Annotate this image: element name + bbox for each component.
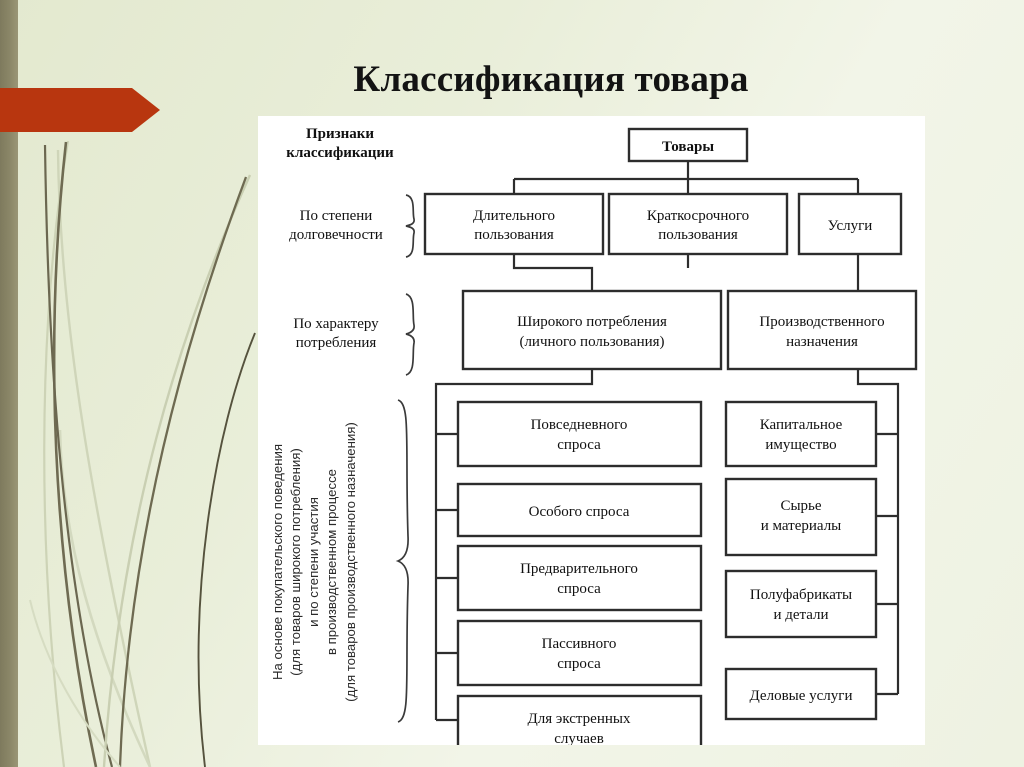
- node-semifinished-parts-line2: и детали: [773, 607, 828, 623]
- node-consumer-goods[interactable]: Широкого потребления (личного пользовани…: [461, 289, 723, 371]
- node-convenience-goods-line2: спроса: [557, 437, 601, 453]
- node-emergency-goods-line1: Для экстренных: [528, 711, 631, 727]
- node-capital-assets-line2: имущество: [765, 437, 836, 453]
- node-specialty-goods[interactable]: Особого спроса: [456, 482, 703, 538]
- node-semifinished-parts[interactable]: Полуфабрикаты и детали: [724, 569, 878, 639]
- node-raw-materials-line2: и материалы: [761, 518, 842, 534]
- node-business-services-label: Деловые услуги: [750, 688, 853, 704]
- classification-diagram-panel: Товары Признаки классификации По степени…: [258, 116, 925, 745]
- node-unsought-goods-line1: Пассивного: [542, 636, 617, 652]
- node-specialty-goods-label: Особого спроса: [529, 504, 630, 520]
- vertical-criteria-line1: На основе покупательского поведения: [270, 444, 285, 680]
- node-raw-materials[interactable]: Сырье и материалы: [724, 477, 878, 557]
- node-unsought-goods[interactable]: Пассивного спроса: [456, 619, 703, 687]
- node-capital-assets-line1: Капитальное: [760, 417, 843, 433]
- accent-arrow-banner: [0, 88, 160, 132]
- node-root-label: Товары: [662, 139, 714, 155]
- node-durable-goods-line1: Длительного: [473, 208, 555, 224]
- node-root[interactable]: Товары: [627, 127, 749, 163]
- node-nondurable-goods-line1: Краткосрочного: [647, 208, 749, 224]
- node-convenience-goods[interactable]: Повседневного спроса: [456, 400, 703, 468]
- classification-diagram: Товары Признаки классификации По степени…: [270, 126, 918, 745]
- connector-lines: [434, 161, 900, 722]
- left-accent-bar: [0, 0, 18, 767]
- node-nondurable-goods-line2: пользования: [658, 227, 738, 243]
- decorative-grass-blades: [29, 140, 256, 767]
- node-unsought-goods-line2: спроса: [557, 656, 601, 672]
- node-shopping-goods-line1: Предварительного: [520, 561, 638, 577]
- node-shopping-goods[interactable]: Предварительного спроса: [456, 544, 703, 612]
- criteria-header: Признаки классификации: [286, 126, 394, 161]
- node-industrial-goods-line2: назначения: [786, 334, 858, 350]
- criteria-label-durability: По степени долговечности: [289, 208, 383, 243]
- node-services-label: Услуги: [828, 218, 873, 234]
- node-consumer-goods-line2: (личного пользования): [519, 334, 664, 350]
- criteria-braces: [395, 194, 415, 723]
- node-consumer-goods-line1: Широкого потребления: [517, 314, 667, 330]
- node-industrial-goods-line1: Производственного: [759, 314, 884, 330]
- node-emergency-goods-line2: случаев: [554, 731, 604, 745]
- criteria-header-line1: Признаки: [306, 126, 374, 142]
- criteria-label-consumption: По характеру потребления: [293, 316, 379, 351]
- vertical-criteria-line2: (для товаров широкого потребления): [288, 448, 303, 676]
- criteria-consumption-line2: потребления: [296, 335, 377, 351]
- node-nondurable-goods[interactable]: Краткосрочного пользования: [607, 192, 789, 256]
- node-durable-goods[interactable]: Длительного пользования: [423, 192, 605, 256]
- node-emergency-goods[interactable]: Для экстренных случаев: [456, 694, 703, 745]
- node-business-services[interactable]: Деловые услуги: [724, 667, 878, 721]
- node-convenience-goods-line1: Повседневного: [531, 417, 628, 433]
- page-title: Классификация товара: [353, 58, 749, 100]
- vertical-criteria-line3: и по степени участия: [306, 497, 321, 627]
- criteria-durability-line1: По степени: [300, 208, 373, 224]
- node-raw-materials-line1: Сырье: [780, 498, 821, 514]
- vertical-criteria-line5: (для товаров производственного назначени…: [343, 422, 358, 702]
- criteria-header-line2: классификации: [286, 145, 394, 161]
- node-services[interactable]: Услуги: [797, 192, 903, 256]
- node-industrial-goods[interactable]: Производственного назначения: [726, 289, 918, 371]
- node-semifinished-parts-line1: Полуфабрикаты: [750, 587, 852, 603]
- node-durable-goods-line2: пользования: [474, 227, 554, 243]
- criteria-consumption-line1: По характеру: [293, 316, 379, 332]
- vertical-criteria-line4: в производственном процессе: [324, 469, 339, 655]
- criteria-durability-line2: долговечности: [289, 227, 383, 243]
- criteria-label-buyer-behaviour: На основе покупательского поведения (для…: [270, 422, 358, 702]
- node-capital-assets[interactable]: Капитальное имущество: [724, 400, 878, 468]
- node-shopping-goods-line2: спроса: [557, 581, 601, 597]
